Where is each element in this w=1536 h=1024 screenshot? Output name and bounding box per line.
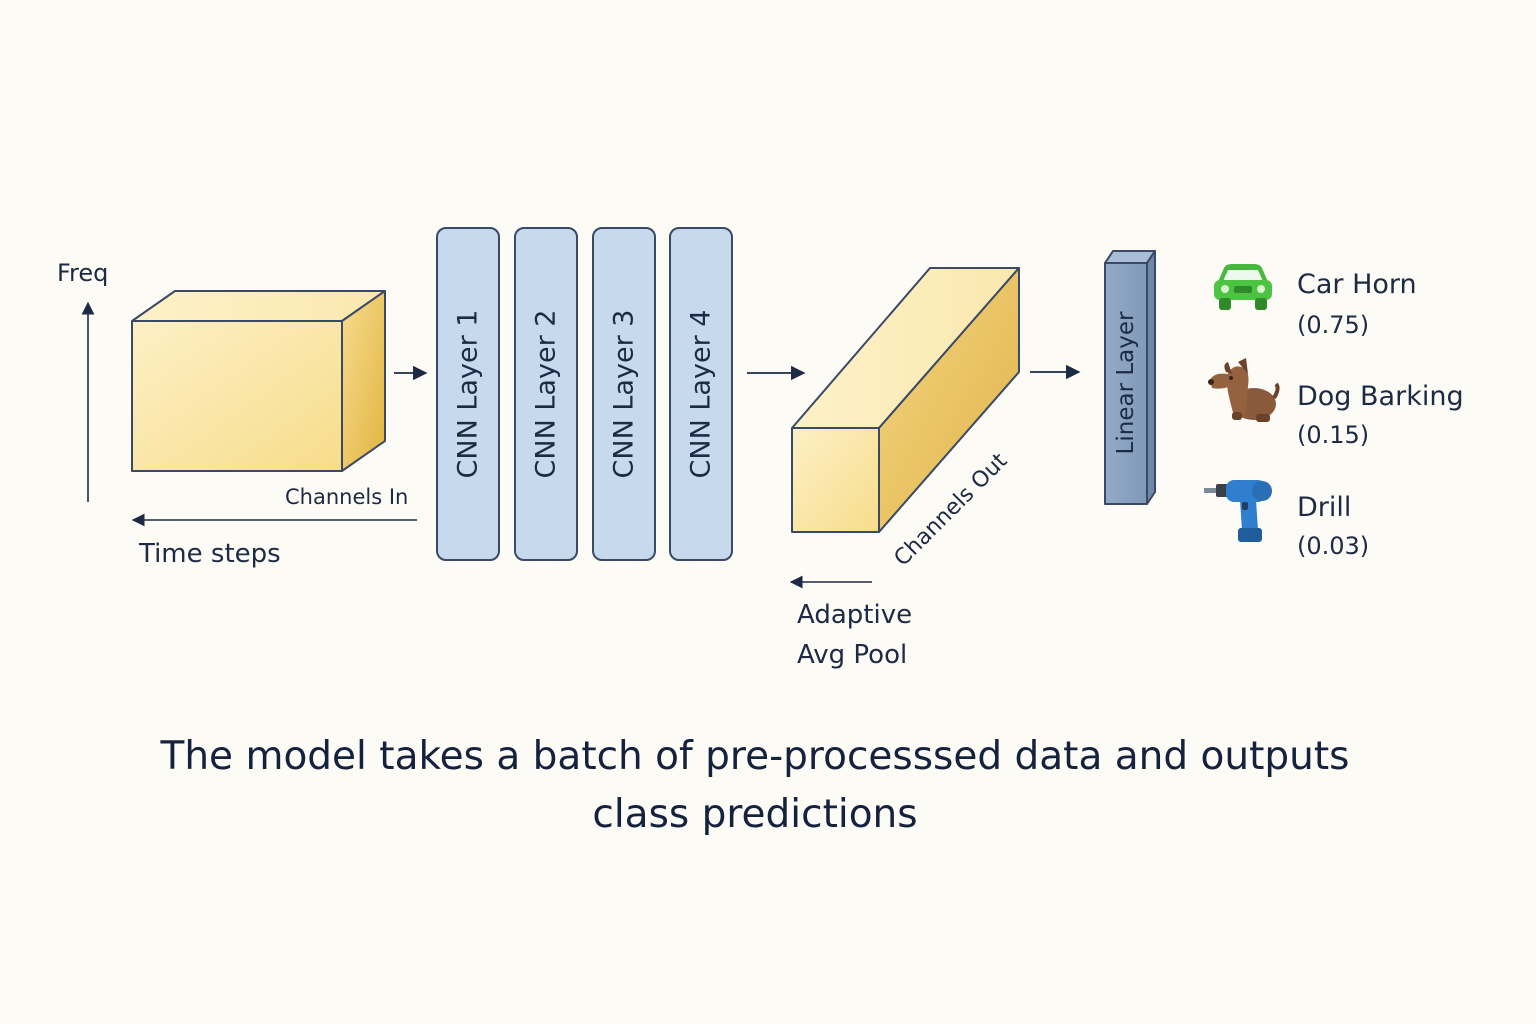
dog-icon [1208,358,1280,422]
cnn-layer-2: CNN Layer 2 [514,227,578,561]
prediction-car-horn-name: Car Horn [1297,269,1417,300]
car-icon [1214,264,1272,310]
input-tensor [131,290,386,472]
drill-icon [1204,480,1272,542]
prediction-drill-name: Drill [1297,492,1352,523]
avg-pool-label: Avg Pool [797,640,908,670]
cnn-layer-1: CNN Layer 1 [436,227,500,561]
freq-label: Freq [57,259,109,287]
linear-layer-label: Linear Layer [1113,311,1139,455]
cnn-layer-4: CNN Layer 4 [669,227,733,561]
adaptive-label: Adaptive [797,600,913,630]
cnn-layer-1-label: CNN Layer 1 [452,309,484,479]
cnn-layer-4-label: CNN Layer 4 [685,309,717,479]
prediction-dog-barking-name: Dog Barking [1297,381,1464,412]
pooled-tensor-front [791,427,880,533]
input-tensor-side [341,290,386,472]
prediction-car-horn-score: (0.75) [1297,311,1370,339]
input-tensor-front [131,320,343,472]
diagram-caption: The model takes a batch of pre-processse… [160,734,1350,837]
cnn-layer-3-label: CNN Layer 3 [608,309,640,479]
time-steps-label: Time steps [139,539,281,569]
linear-layer-block [1104,250,1156,505]
pooled-tensor [791,267,1020,533]
cnn-layer-2-label: CNN Layer 2 [530,309,562,479]
cnn-layer-3: CNN Layer 3 [592,227,656,561]
channels-in-label: Channels In [285,485,409,509]
prediction-drill-score: (0.03) [1297,532,1370,560]
prediction-dog-barking-score: (0.15) [1297,421,1370,449]
